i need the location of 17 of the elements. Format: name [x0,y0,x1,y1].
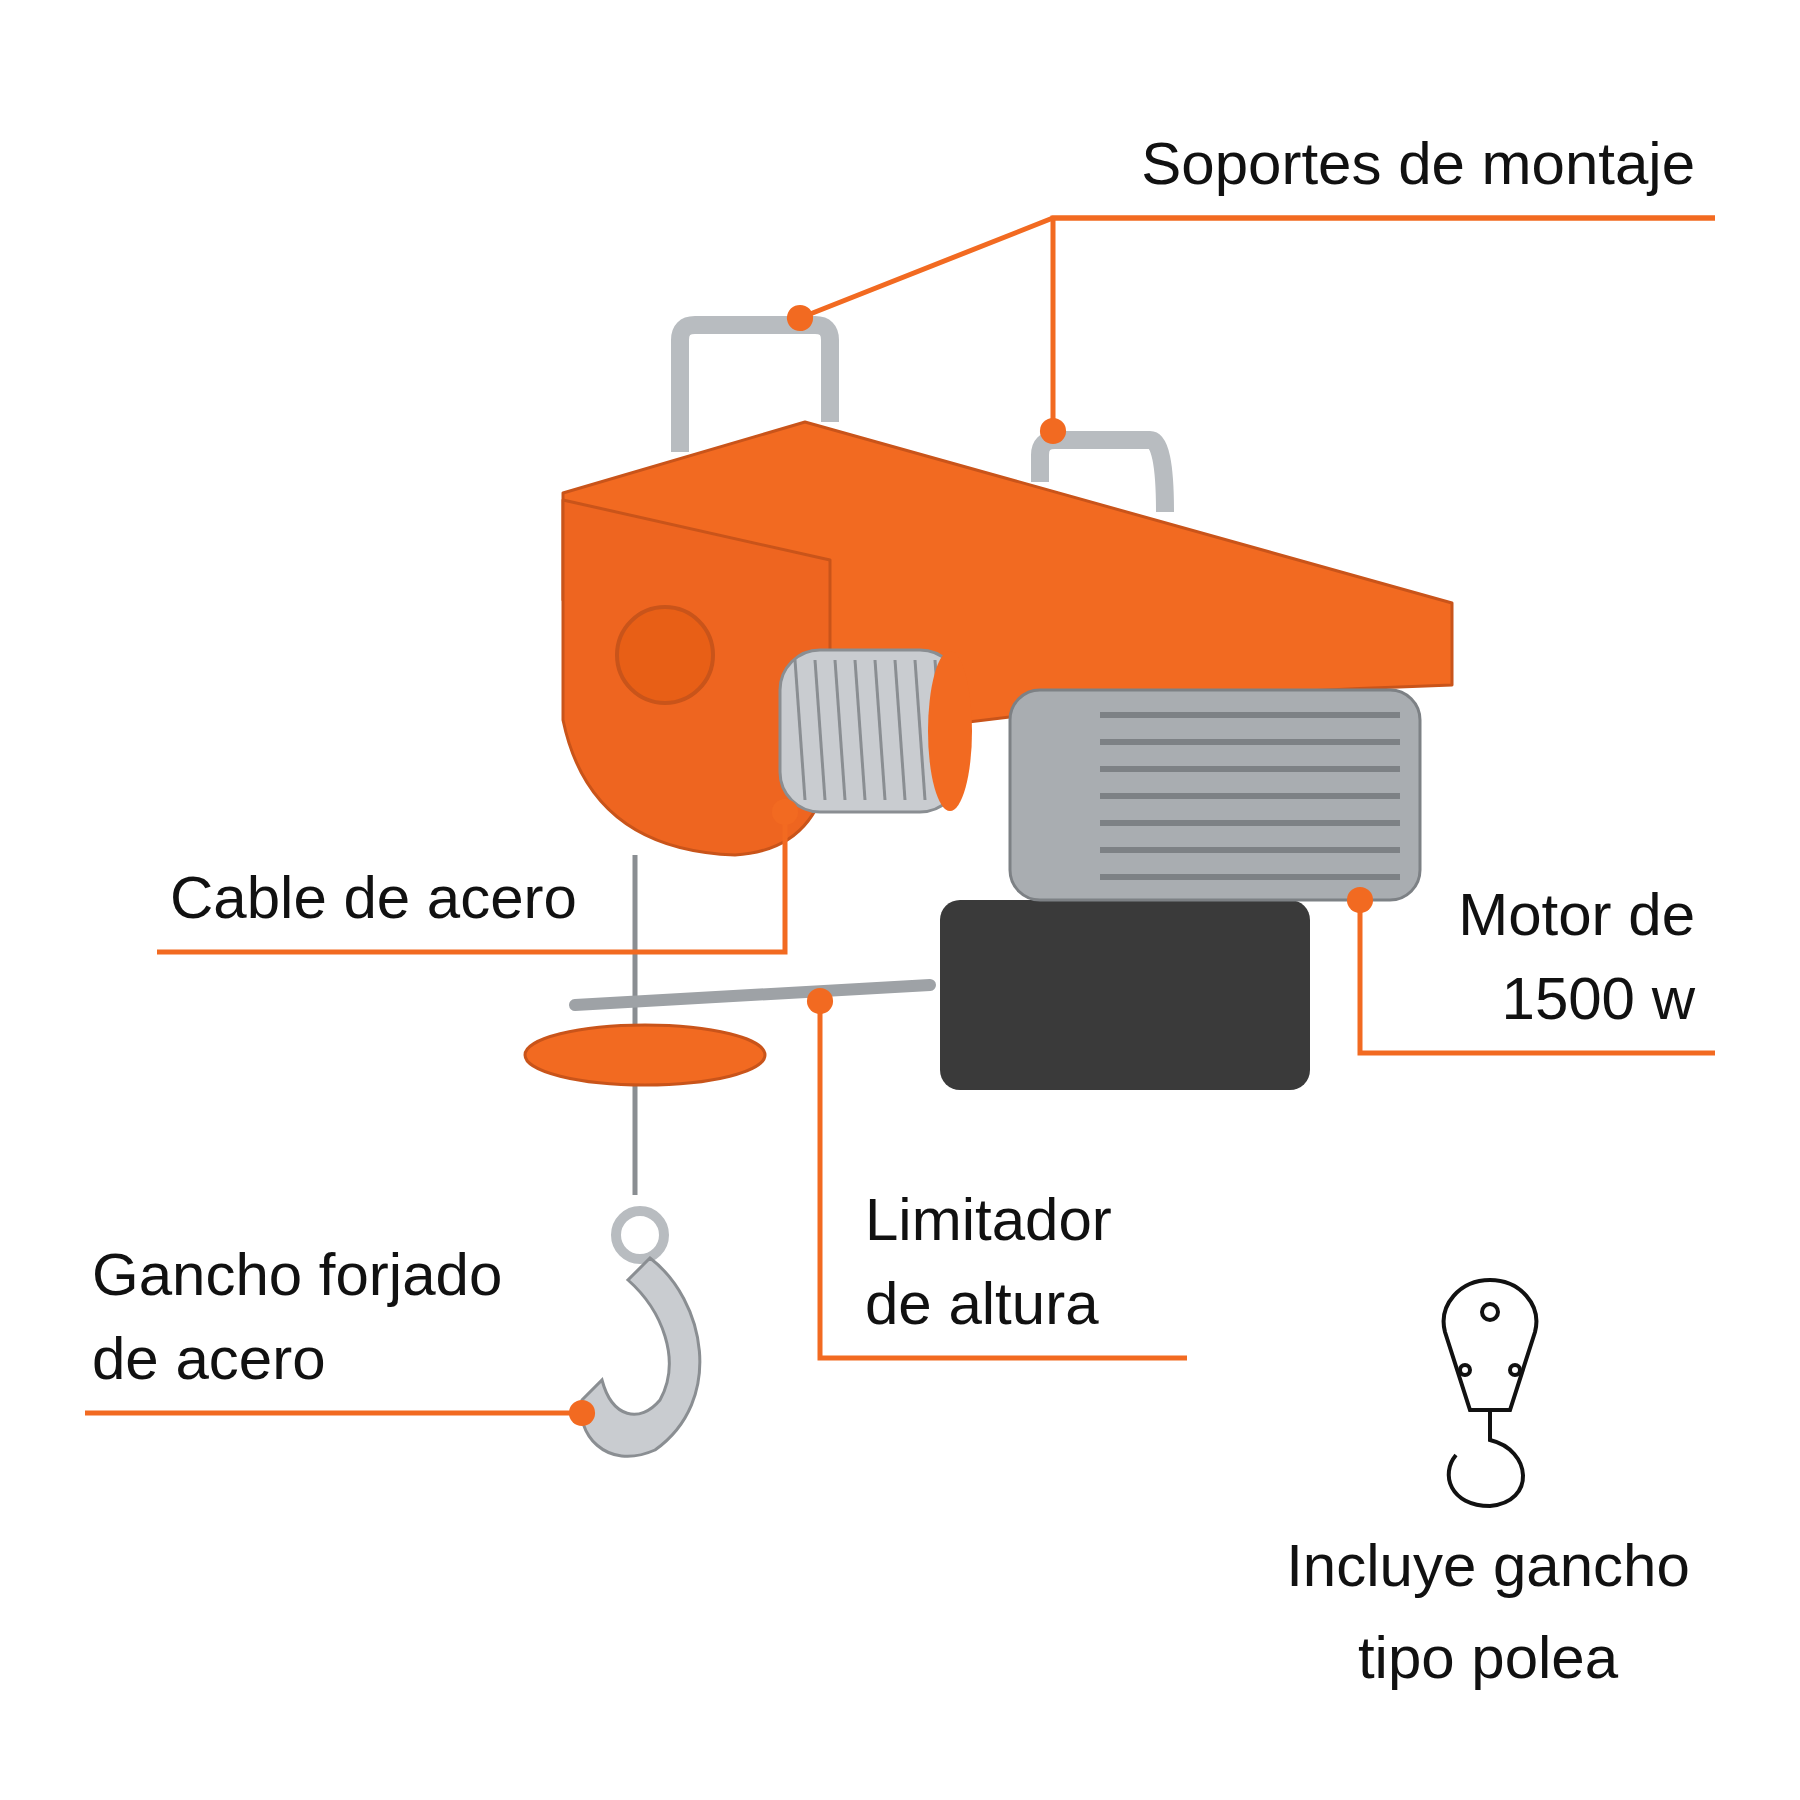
leader-line [806,987,1187,1361]
callout-label: Soportes de montaje [1055,90,1715,218]
leader-line [157,798,799,955]
mounting-bracket [671,316,839,452]
limit-rod [569,979,936,1011]
callout-label: Gancho forjado de acero [85,1200,595,1413]
cable-drum [778,648,972,814]
leader-line [85,1399,596,1427]
leader-line [1039,215,1715,445]
callout-label: Cable de acero [157,830,785,952]
callout-label: Motor de 1500 w [1360,845,1715,1053]
callout-label: Limitador de altura [820,1160,1187,1358]
mounting-bracket [1031,431,1174,513]
motor-housing [1008,688,1422,902]
lifting-hook [579,1206,702,1458]
leader-line [1346,886,1715,1056]
note-text: Incluye gancho tipo polea [1285,1531,1691,1693]
